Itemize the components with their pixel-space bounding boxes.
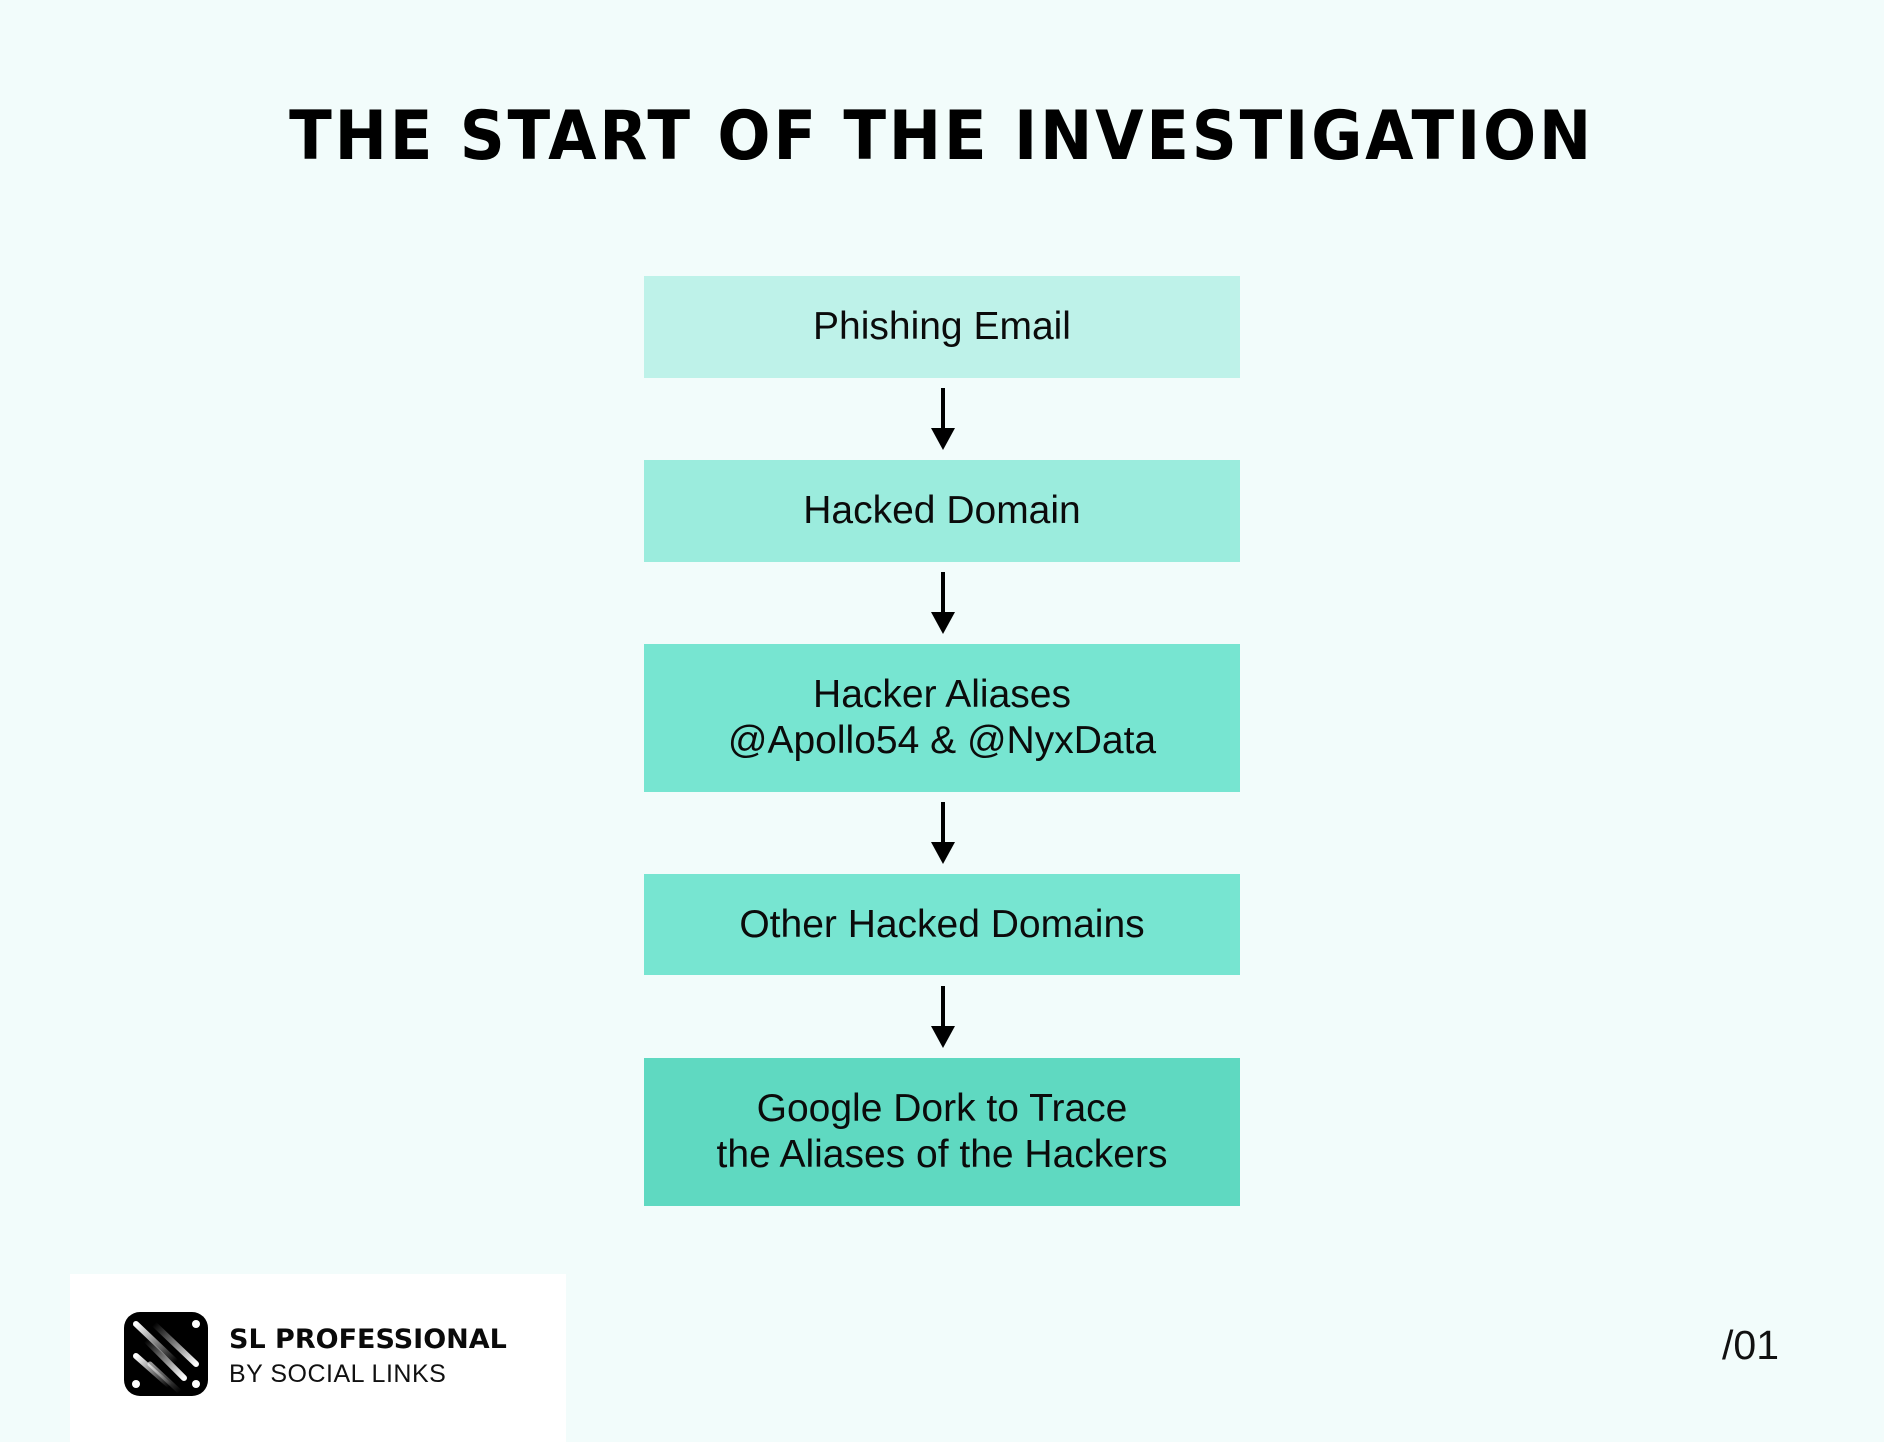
step-label: Hacked Domain	[803, 489, 1081, 532]
step-label-line-1: Google Dork to Trace	[756, 1087, 1128, 1130]
brand-name: SL PROFESSIONAL	[229, 1324, 507, 1355]
step-label-line-1: Hacker Aliases	[813, 673, 1071, 716]
brand-subtitle: BY SOCIAL LINKS	[229, 1360, 447, 1388]
down-arrow-icon	[931, 388, 955, 450]
step-label: Phishing Email	[813, 305, 1071, 348]
sl-logo-icon	[124, 1312, 208, 1396]
flow-step-hacked-domain: Hacked Domain	[644, 460, 1240, 562]
step-label-line-2: @Apollo54 & @NyxData	[727, 719, 1157, 762]
page-title: THE START OF THE INVESTIGATION	[289, 97, 1595, 176]
flow-step-other-hacked-domains: Other Hacked Domains	[644, 874, 1240, 975]
flow-step-hacker-aliases: Hacker Aliases @Apollo54 & @NyxData	[644, 644, 1240, 792]
brand-card: SL PROFESSIONAL BY SOCIAL LINKS	[70, 1274, 566, 1442]
flow-step-google-dork: Google Dork to Trace the Aliases of the …	[644, 1058, 1240, 1206]
flow-step-phishing-email: Phishing Email	[644, 276, 1240, 378]
down-arrow-icon	[931, 986, 955, 1048]
down-arrow-icon	[931, 802, 955, 864]
down-arrow-icon	[931, 572, 955, 634]
step-label: Other Hacked Domains	[739, 902, 1145, 946]
step-label-line-2: the Aliases of the Hackers	[716, 1133, 1168, 1176]
page-number: /01	[1722, 1322, 1779, 1368]
